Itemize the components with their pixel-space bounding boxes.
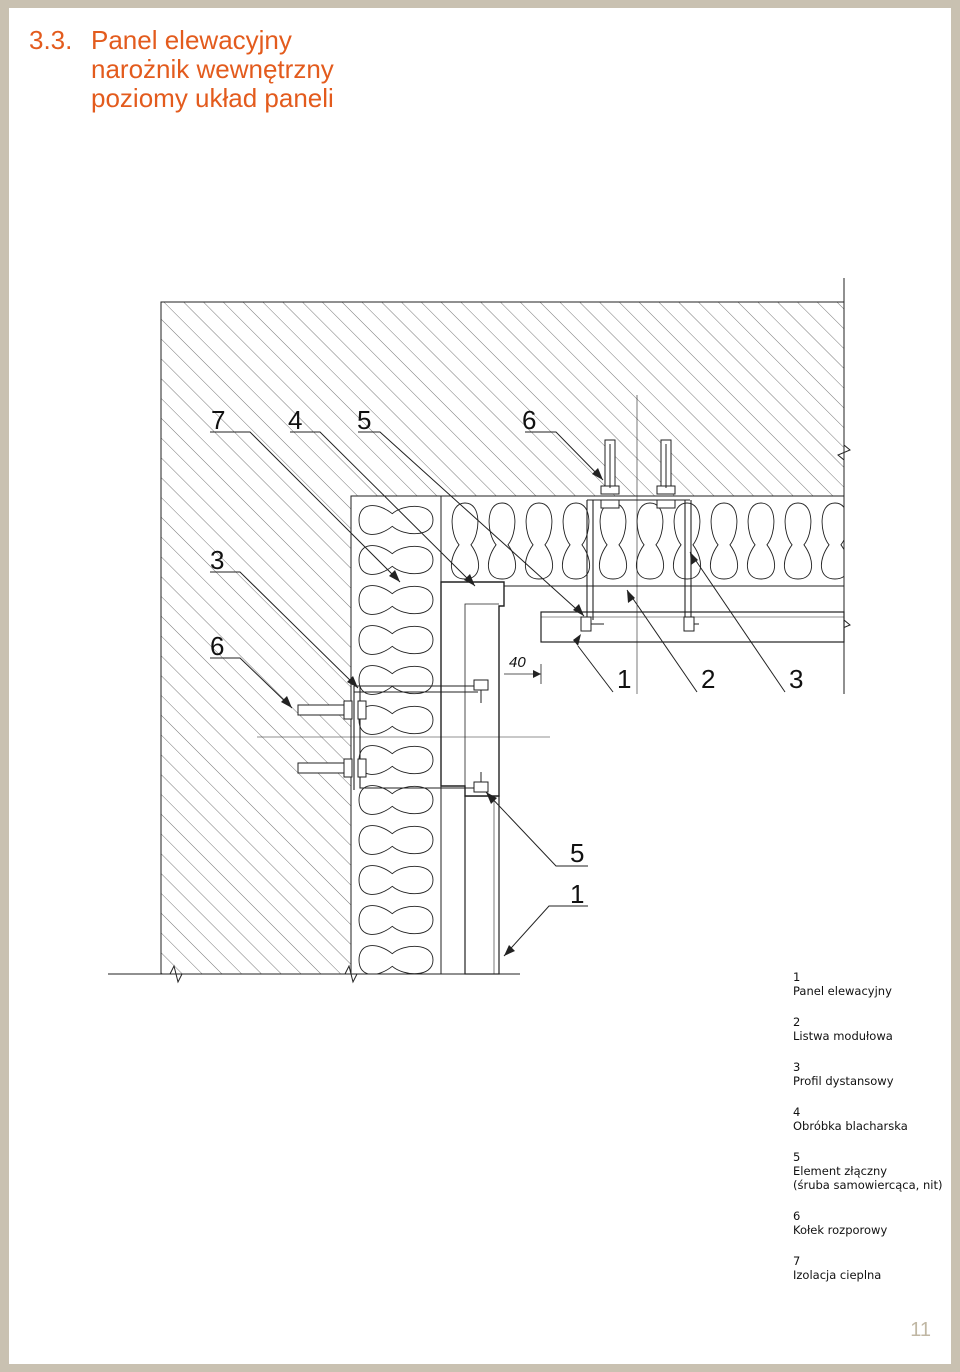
- callout-1-right: 1: [617, 664, 631, 694]
- legend-text: Kołek rozporowy: [793, 1223, 888, 1237]
- callout-6-left: 6: [210, 631, 224, 661]
- spacer-profile-1: [586, 499, 692, 620]
- legend-number: 1: [793, 970, 801, 984]
- legend-text: Obróbka blacharska: [793, 1119, 908, 1133]
- screw-v-1: [473, 679, 489, 703]
- legend-text: Element złączny (śruba samowiercąca, nit…: [793, 1164, 943, 1192]
- title-line-2: narożnik wewnętrzny: [91, 54, 334, 84]
- callout-3-left: 3: [210, 545, 224, 575]
- legend-text: Panel elewacyjny: [793, 984, 892, 998]
- break-line-bottom: [108, 964, 520, 984]
- anchor-top-2: [656, 439, 676, 509]
- page: 3.3. Panel elewacyjny narożnik wewnętrzn…: [9, 8, 951, 1364]
- leader-arrows: [281, 468, 698, 956]
- legend-number: 4: [793, 1105, 801, 1119]
- spacer-profile-2: [353, 685, 478, 790]
- legend-number: 5: [793, 1150, 801, 1164]
- anchor-top-1: [600, 439, 620, 509]
- legend-number: 6: [793, 1209, 801, 1223]
- leader-lines: [210, 431, 786, 957]
- screw-h-2: [683, 616, 699, 632]
- callout-4: 4: [288, 405, 302, 435]
- legend-text: Profil dystansowy: [793, 1074, 894, 1088]
- panel-vertical: [464, 795, 500, 975]
- title-line-1: Panel elewacyjny: [91, 25, 292, 55]
- anchor-left-2: [297, 758, 367, 778]
- anchor-left-1: [297, 700, 367, 720]
- legend-text: Izolacja cieplna: [793, 1268, 882, 1282]
- callout-5-top: 5: [357, 405, 371, 435]
- callout-1-bottom: 1: [570, 879, 584, 909]
- legend-number: 7: [793, 1254, 801, 1268]
- callout-2-right: 2: [701, 664, 715, 694]
- title-line-3: poziomy układ paneli: [91, 83, 334, 113]
- page-number: 11: [910, 1319, 931, 1341]
- insulation-vertical: [358, 505, 434, 974]
- callout-7: 7: [211, 405, 225, 435]
- dimension-40: 40: [509, 654, 526, 671]
- technical-drawing: 7 4 5 6 3 6 1 2 3 5 1 40: [108, 278, 851, 984]
- legend-text: Listwa modułowa: [793, 1029, 893, 1043]
- callout-3-right: 3: [789, 664, 803, 694]
- screw-v-2: [473, 772, 489, 793]
- corner-flashing: [440, 581, 505, 797]
- section-number: 3.3.: [29, 25, 73, 55]
- callout-5-bottom: 5: [570, 838, 584, 868]
- callout-6-top: 6: [522, 405, 536, 435]
- legend-number: 3: [793, 1060, 801, 1074]
- screw-h-1: [580, 616, 604, 632]
- legend-number: 2: [793, 1015, 801, 1029]
- insulation-horizontal: [451, 502, 844, 580]
